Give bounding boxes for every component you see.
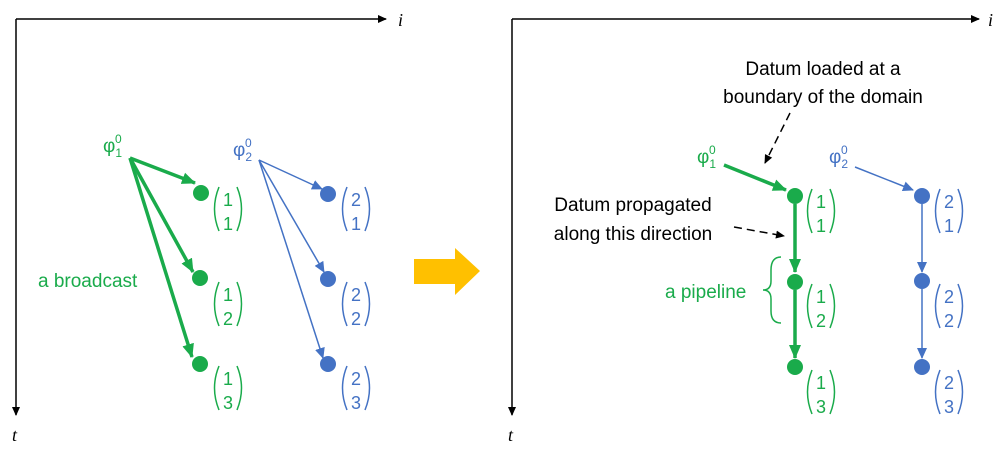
svg-text:3: 3 — [223, 393, 233, 413]
left-blue-node-1 — [320, 186, 336, 202]
svg-text:1: 1 — [223, 214, 233, 234]
annotation-propagated-pointer — [733, 226, 785, 239]
right-green-vectors: 1 1 1 2 1 3 — [806, 188, 836, 417]
right-blue-vector-2: 2 2 — [934, 283, 964, 331]
svg-text:1: 1 — [816, 373, 826, 393]
svg-text:1: 1 — [351, 214, 361, 234]
left-blue-node-2 — [320, 271, 336, 287]
svg-text:boundary of the domain: boundary of the domain — [723, 87, 923, 108]
svg-text:3: 3 — [816, 397, 826, 417]
svg-text:2: 2 — [351, 285, 361, 305]
pipeline-arrow-load — [723, 163, 787, 192]
left-axes: i t — [12, 10, 403, 445]
left-green-vector-2: 1 2 — [213, 281, 243, 329]
svg-text:1: 1 — [816, 192, 826, 212]
right-phi1-label: φ10 — [697, 143, 716, 171]
left-blue-vector-2: 2 2 — [341, 281, 371, 329]
left-phi1-label: φ10 — [103, 132, 122, 160]
svg-text:1: 1 — [223, 190, 233, 210]
right-green-node-3 — [787, 359, 803, 375]
pipeline-brace — [762, 256, 782, 324]
right-t-axis-label: t — [508, 425, 514, 445]
right-blue-arrows — [854, 166, 927, 359]
right-green-vector-2: 1 2 — [806, 283, 836, 331]
right-green-node-1 — [787, 188, 803, 204]
left-blue-vector-3: 2 3 — [341, 365, 371, 413]
right-i-axis-label: i — [988, 10, 993, 30]
right-green-nodes — [787, 188, 803, 375]
right-phi2-label: φ20 — [829, 143, 848, 171]
annotation-loaded-pointer — [764, 112, 791, 164]
svg-text:2: 2 — [223, 309, 233, 329]
broadcast-arrow-3 — [128, 157, 194, 358]
right-blue-node-3 — [914, 359, 930, 375]
left-phi2-label: φ20 — [233, 136, 252, 164]
left-green-nodes — [192, 185, 209, 372]
svg-text:along this direction: along this direction — [554, 224, 712, 245]
svg-text:1: 1 — [816, 216, 826, 236]
left-blue-vectors: 2 1 2 2 2 3 — [341, 186, 371, 413]
left-blue-nodes — [320, 186, 336, 372]
right-green-node-2 — [787, 274, 803, 290]
left-green-node-3 — [192, 356, 208, 372]
right-arrow-icon — [414, 248, 480, 295]
svg-text:1: 1 — [223, 369, 233, 389]
pipeline-label: a pipeline — [665, 282, 746, 303]
broadcast-arrow-1 — [129, 156, 196, 185]
left-green-vector-3: 1 3 — [213, 365, 243, 413]
right-blue-nodes — [914, 188, 930, 375]
left-green-vectors: 1 1 1 2 1 3 — [213, 186, 243, 413]
svg-text:Datum loaded at a: Datum loaded at a — [745, 59, 901, 80]
right-green-vector-3: 1 3 — [806, 369, 836, 417]
left-blue-arrow-2 — [258, 159, 325, 273]
left-blue-arrows — [258, 159, 325, 359]
svg-text:2: 2 — [944, 287, 954, 307]
svg-text:2: 2 — [944, 311, 954, 331]
right-green-vector-1: 1 1 — [806, 188, 836, 236]
right-blue-vector-3: 2 3 — [934, 369, 964, 417]
svg-text:3: 3 — [944, 397, 954, 417]
broadcast-arrow-2 — [128, 157, 195, 273]
left-t-axis-label: t — [12, 425, 18, 445]
left-green-node-2 — [192, 270, 208, 286]
broadcast-label: a broadcast — [38, 271, 138, 292]
svg-text:2: 2 — [351, 190, 361, 210]
annotation-propagated: Datum propagated along this direction — [554, 195, 712, 245]
svg-text:1: 1 — [816, 287, 826, 307]
right-blue-arrow-load — [854, 166, 914, 191]
right-pipeline-arrows — [723, 163, 801, 359]
left-broadcast-arrows — [128, 156, 196, 358]
svg-text:Datum propagated: Datum propagated — [554, 195, 711, 216]
svg-text:1: 1 — [223, 285, 233, 305]
svg-text:2: 2 — [351, 369, 361, 389]
right-blue-node-2 — [914, 273, 930, 289]
svg-text:2: 2 — [816, 311, 826, 331]
svg-text:2: 2 — [944, 373, 954, 393]
svg-text:2: 2 — [351, 309, 361, 329]
left-i-axis-label: i — [398, 10, 403, 30]
left-blue-arrow-1 — [258, 159, 323, 190]
annotation-loaded: Datum loaded at a boundary of the domain — [723, 59, 923, 108]
left-blue-arrow-3 — [258, 159, 325, 359]
left-green-vector-1: 1 1 — [213, 186, 243, 234]
left-green-node-1 — [193, 185, 209, 201]
right-axes: i t — [508, 10, 993, 445]
right-blue-node-1 — [914, 188, 930, 204]
left-blue-vector-1: 2 1 — [341, 186, 371, 234]
left-blue-node-3 — [320, 356, 336, 372]
svg-text:1: 1 — [944, 216, 954, 236]
right-blue-vectors: 2 1 2 2 2 3 — [934, 188, 964, 417]
svg-text:3: 3 — [351, 393, 361, 413]
right-blue-vector-1: 2 1 — [934, 188, 964, 236]
svg-text:2: 2 — [944, 192, 954, 212]
